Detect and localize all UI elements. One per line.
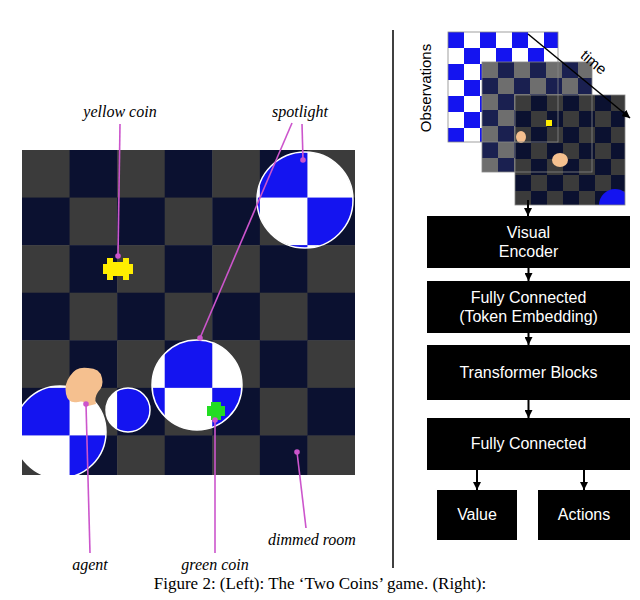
figure-caption: Figure 2: (Left): The ‘Two Coins’ game. … <box>0 574 640 594</box>
input-arrow <box>527 200 529 216</box>
network-block: Actions <box>538 490 630 540</box>
flow-arrow <box>528 268 530 281</box>
dimmed-grid <box>22 150 355 475</box>
callout-label: spotlight <box>272 103 328 121</box>
network-block: Fully Connected <box>427 418 630 470</box>
callout-label: green coin <box>181 556 248 574</box>
flow-arrow <box>583 470 585 490</box>
green-coin <box>207 402 225 420</box>
network-block: Fully Connected (Token Embedding) <box>427 281 630 333</box>
observation-stack <box>448 32 631 221</box>
flow-arrow <box>528 400 530 418</box>
yellow-coin <box>103 258 133 280</box>
callout-label: agent <box>72 556 108 574</box>
axis-label: Observations <box>417 44 434 132</box>
time-arrow <box>528 34 630 118</box>
spotlight-rim <box>22 152 353 475</box>
leader-lines <box>84 123 306 553</box>
block-label: Fully Connected <box>471 434 587 453</box>
flow-arrow <box>476 470 478 490</box>
callout-label: yellow coin <box>83 103 156 121</box>
block-label: Transformer Blocks <box>459 363 597 382</box>
flow-arrow <box>528 333 530 345</box>
callout-label: dimmed room <box>268 531 356 549</box>
network-block: Transformer Blocks <box>427 345 630 400</box>
block-label: Visual Encoder <box>479 223 579 261</box>
block-label: Fully Connected (Token Embedding) <box>454 288 604 326</box>
block-label: Actions <box>558 505 610 524</box>
network-block: Visual Encoder <box>427 216 630 268</box>
panel-divider <box>392 30 394 568</box>
spotlight-grid <box>22 150 355 475</box>
block-label: Value <box>457 505 497 524</box>
network-block: Value <box>437 490 517 540</box>
agent <box>66 368 103 406</box>
